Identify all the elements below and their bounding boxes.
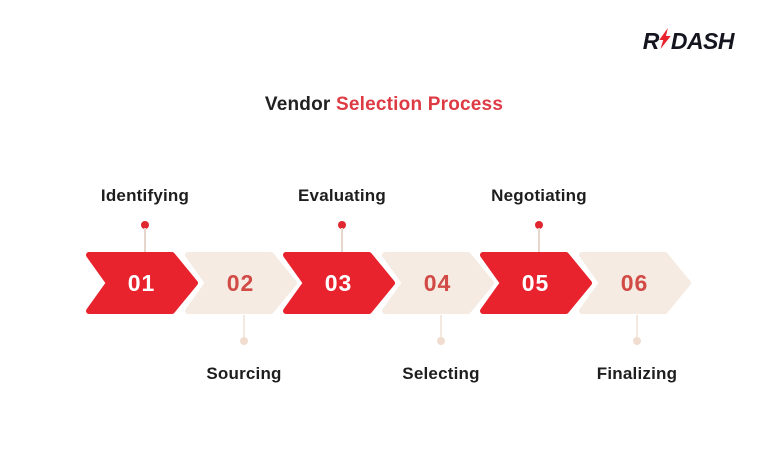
pin-line xyxy=(243,315,245,339)
step-02: 02 xyxy=(184,252,297,314)
step-05: 05 xyxy=(479,252,592,314)
step-number: 04 xyxy=(423,269,452,296)
step-number: 02 xyxy=(226,269,255,296)
logo-suffix: DASH xyxy=(670,28,735,54)
step-label-evaluating: Evaluating xyxy=(298,186,386,205)
step-label-sourcing: Sourcing xyxy=(206,364,282,383)
step-number: 06 xyxy=(620,269,649,296)
step-number: 03 xyxy=(324,269,353,296)
step-label-identifying: Identifying xyxy=(100,186,190,205)
lightning-bolt-icon xyxy=(657,28,672,55)
rdash-logo: R DASH xyxy=(642,28,735,55)
logo-prefix: R xyxy=(642,28,660,54)
chevron-arrow-icon xyxy=(185,252,297,314)
pin-dot-icon xyxy=(240,337,248,345)
chevron-arrow-icon xyxy=(86,252,198,314)
pin-line xyxy=(636,315,638,339)
pin-line xyxy=(538,228,540,254)
pin-line xyxy=(341,228,343,254)
pin-dot-icon xyxy=(633,337,641,345)
title-black-part: Vendor xyxy=(264,94,331,115)
title-red-part: Selection Process xyxy=(336,94,504,115)
step-06: 06 xyxy=(578,252,691,314)
chevron-arrow-icon xyxy=(283,252,395,314)
step-04: 04 xyxy=(381,252,494,314)
step-number: 01 xyxy=(127,269,156,296)
pin-line xyxy=(440,315,442,339)
chevron-arrow-icon xyxy=(579,252,691,314)
step-01: 01 xyxy=(85,252,198,314)
step-03: 03 xyxy=(282,252,395,314)
pin-dot-icon xyxy=(535,221,543,229)
pin-dot-icon xyxy=(338,221,346,229)
pin-dot-icon xyxy=(141,221,149,229)
pin-dot-icon xyxy=(437,337,445,345)
step-number: 05 xyxy=(521,269,550,296)
pin-line xyxy=(144,228,146,254)
step-label-negotiating: Negotiating xyxy=(491,186,587,205)
chevron-arrow-icon xyxy=(382,252,494,314)
step-label-finalizing: Finalizing xyxy=(596,364,678,383)
page-title: Vendor Selection Process xyxy=(0,94,768,116)
step-label-selecting: Selecting xyxy=(402,364,480,383)
chevron-arrow-icon xyxy=(480,252,592,314)
